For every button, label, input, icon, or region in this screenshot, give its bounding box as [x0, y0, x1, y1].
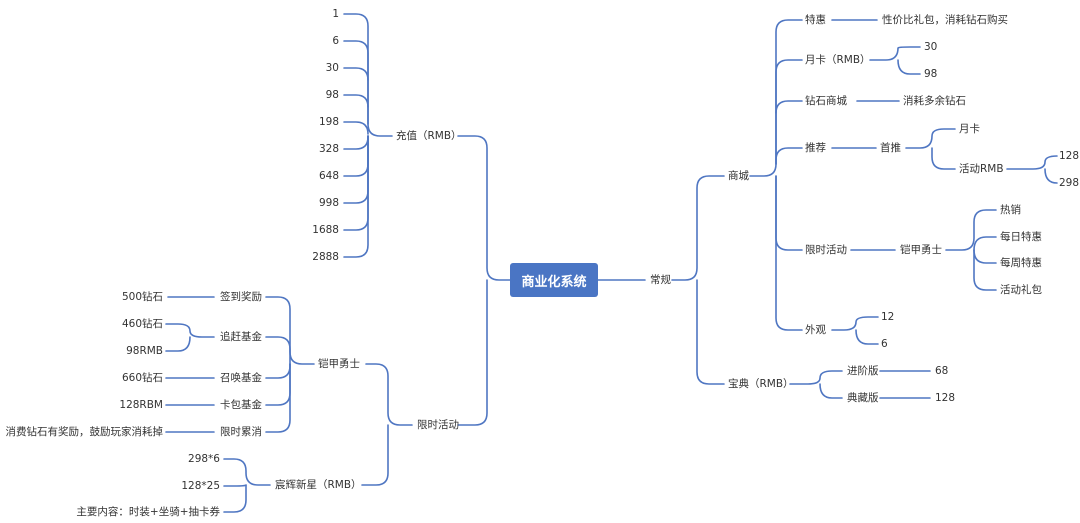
node-chongzhi-98[interactable]: 98	[325, 89, 339, 101]
root-node[interactable]: 商业化系统	[510, 263, 598, 297]
node-jinjie[interactable]: 进阶版	[847, 365, 879, 377]
node-chenhui-val-3[interactable]: 主要内容：时装+坐骑+抽卡券	[76, 506, 220, 518]
node-zhuigan-val-1[interactable]: 460钻石	[121, 318, 163, 330]
node-chongzhi-30[interactable]: 30	[325, 62, 339, 74]
node-chongzhi-998[interactable]: 998	[318, 197, 339, 209]
node-zuanshi-desc[interactable]: 消耗多余钻石	[903, 95, 966, 107]
node-chongzhi-1688[interactable]: 1688	[312, 224, 339, 236]
node-baodian[interactable]: 宝典（RMB）	[728, 378, 794, 390]
node-zhuigan-val-2[interactable]: 98RMB	[126, 345, 163, 357]
node-chenhui-val-2[interactable]: 128*25	[181, 480, 220, 492]
node-xianshi-huodong-left[interactable]: 限时活动	[417, 419, 459, 431]
node-shoutui-yueka[interactable]: 月卡	[959, 123, 980, 135]
node-tehui[interactable]: 特惠	[805, 14, 826, 26]
node-waiguan-6[interactable]: 6	[881, 338, 888, 350]
node-shangcheng[interactable]: 商城	[728, 170, 749, 182]
node-rexiao[interactable]: 热销	[1000, 204, 1021, 216]
node-diancang[interactable]: 典藏版	[847, 392, 879, 404]
node-huodong-298[interactable]: 298	[1059, 177, 1080, 189]
node-meizhou-tehui[interactable]: 每周特惠	[1000, 257, 1042, 269]
node-meiri-tehui[interactable]: 每日特惠	[1000, 231, 1042, 243]
node-chongzhi-648[interactable]: 648	[318, 170, 339, 182]
node-qiandao[interactable]: 签到奖励	[220, 291, 262, 303]
node-diancang-val[interactable]: 128	[935, 392, 956, 404]
node-tehui-desc[interactable]: 性价比礼包，消耗钻石购买	[882, 14, 1008, 26]
node-chongzhi[interactable]: 充值（RMB）	[396, 130, 462, 142]
node-kaijia-left[interactable]: 铠甲勇士	[318, 358, 360, 370]
node-xianshi-leixiao[interactable]: 限时累消	[220, 426, 262, 438]
node-huodong-128[interactable]: 128	[1059, 150, 1080, 162]
node-zhuigan[interactable]: 追赶基金	[220, 331, 262, 343]
node-kaijia-right[interactable]: 铠甲勇士	[900, 244, 942, 256]
node-zhaohuan-val[interactable]: 660钻石	[121, 372, 163, 384]
node-huodong-libao[interactable]: 活动礼包	[1000, 284, 1042, 296]
node-chenhui[interactable]: 宸辉新星（RMB）	[275, 479, 362, 491]
node-chongzhi-198[interactable]: 198	[318, 116, 339, 128]
node-leixiao-desc[interactable]: 消费钻石有奖励，鼓励玩家消耗掉	[5, 426, 164, 438]
node-chenhui-val-1[interactable]: 298*6	[188, 453, 220, 465]
node-zhaohuan[interactable]: 召唤基金	[220, 372, 262, 384]
node-chongzhi-328[interactable]: 328	[318, 143, 339, 155]
node-waiguan[interactable]: 外观	[805, 324, 826, 336]
node-shoutui[interactable]: 首推	[880, 142, 901, 154]
node-xianshi-huodong-right[interactable]: 限时活动	[805, 244, 847, 256]
node-yueka-98[interactable]: 98	[924, 68, 938, 80]
node-huodong-rmb[interactable]: 活动RMB	[959, 163, 1004, 175]
node-chongzhi-6[interactable]: 6	[332, 35, 339, 47]
node-kabao[interactable]: 卡包基金	[220, 399, 262, 411]
node-qiandao-val[interactable]: 500钻石	[121, 291, 163, 303]
node-yueka[interactable]: 月卡（RMB）	[805, 54, 871, 66]
node-yueka-30[interactable]: 30	[924, 41, 938, 53]
node-waiguan-12[interactable]: 12	[881, 311, 895, 323]
node-tuijian[interactable]: 推荐	[805, 142, 826, 154]
node-zuanshi-shangcheng[interactable]: 钻石商城	[805, 95, 847, 107]
node-jinjie-val[interactable]: 68	[935, 365, 949, 377]
node-chongzhi-1[interactable]: 1	[332, 8, 339, 20]
node-chongzhi-2888[interactable]: 2888	[312, 251, 339, 263]
node-changgui[interactable]: 常规	[650, 274, 671, 286]
node-kabao-val[interactable]: 128RBM	[119, 399, 163, 411]
